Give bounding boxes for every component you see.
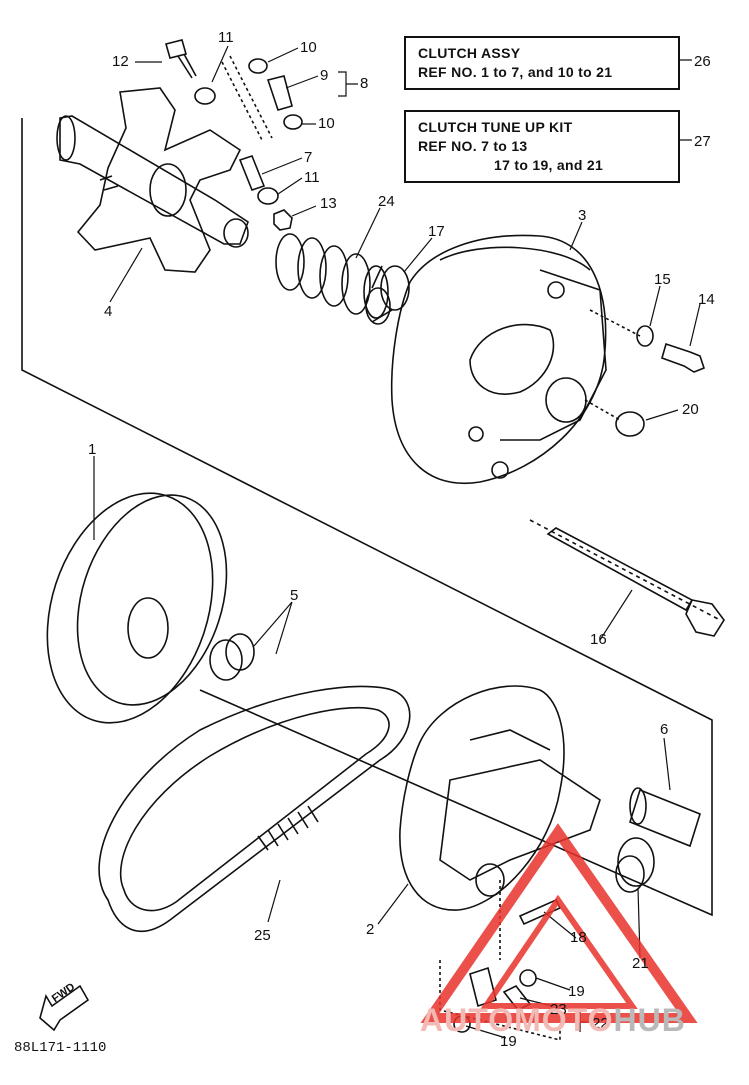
bushings-5 <box>209 633 255 681</box>
washer-15 <box>636 325 654 347</box>
bolt-12 <box>165 39 197 79</box>
callout-17: 17 <box>428 223 445 240</box>
washer-19-top <box>519 969 537 987</box>
callout-11-bottom: 11 <box>304 169 320 186</box>
callout-12: 12 <box>112 53 129 70</box>
tune-up-kit-ref: REF NO. 7 to 13 <box>418 138 528 154</box>
callout-20: 20 <box>682 401 699 418</box>
washer-20 <box>615 411 645 437</box>
spring-24 <box>275 233 389 319</box>
assembly-frame <box>21 118 713 917</box>
tune-up-kit-ref-cont: 17 to 19, and 21 <box>494 157 604 173</box>
callout-10-bottom: 10 <box>318 115 335 132</box>
watermark-text: AUTOMOTOHUB <box>420 1002 686 1039</box>
callout-22: 22 <box>592 1015 609 1032</box>
callout-23: 23 <box>550 1001 567 1018</box>
sheave-1 <box>46 492 228 724</box>
callout-7: 7 <box>304 149 313 166</box>
callout-1: 1 <box>88 441 97 458</box>
callout-16: 16 <box>590 631 607 648</box>
callout-25: 25 <box>254 927 271 944</box>
sheave-2 <box>399 685 601 911</box>
callout-2: 2 <box>366 921 375 938</box>
callout-24: 24 <box>378 193 395 210</box>
watermark-logo-icon <box>420 823 698 1023</box>
cover-3 <box>390 234 607 484</box>
callout-9: 9 <box>320 67 329 84</box>
callout-26: 26 <box>694 53 711 70</box>
sleeve-6 <box>629 787 701 848</box>
callout-27: 27 <box>694 133 711 150</box>
nut-13 <box>273 209 293 231</box>
clutch-assy-title: CLUTCH ASSY <box>418 45 521 61</box>
tune-up-kit-box: CLUTCH TUNE UP KIT REF NO. 7 to 13 17 to… <box>404 110 680 183</box>
bolt-14 <box>661 342 705 373</box>
callout-11-top: 11 <box>218 29 234 46</box>
pin-9 <box>266 75 293 111</box>
leader-lines <box>93 45 701 1039</box>
callout-13: 13 <box>320 195 337 212</box>
pin-7 <box>238 155 266 191</box>
ring-21 <box>615 837 655 893</box>
callout-3: 3 <box>578 207 587 224</box>
callout-8: 8 <box>360 75 369 92</box>
clutch-assy-ref: REF NO. 1 to 7, and 10 to 21 <box>418 64 613 80</box>
callout-5: 5 <box>290 587 299 604</box>
clutch-assy-box: CLUTCH ASSY REF NO. 1 to 7, and 10 to 21 <box>404 36 680 90</box>
callout-19-top: 19 <box>568 983 585 1000</box>
callout-21: 21 <box>632 955 649 972</box>
watermark-part2: HUB <box>613 1002 686 1038</box>
diagram-code: 88L171-1110 <box>14 1040 107 1056</box>
callout-4: 4 <box>104 303 113 320</box>
guide-lines-top <box>221 55 273 141</box>
guide-lines-bottom <box>439 880 561 1042</box>
callout-14: 14 <box>698 291 715 308</box>
belt-25 <box>98 685 411 932</box>
callout-15: 15 <box>654 271 671 288</box>
callout-6: 6 <box>660 721 669 738</box>
callout-18: 18 <box>570 929 587 946</box>
tune-up-kit-title: CLUTCH TUNE UP KIT <box>418 119 573 135</box>
washer-10-top <box>248 58 268 74</box>
washer-10-bottom <box>283 114 303 130</box>
guide-line-16 <box>529 519 721 621</box>
weight-22 <box>469 966 497 1008</box>
guide-lines-cover <box>584 309 641 421</box>
watermark-part1: AUTOMOTO <box>420 1002 614 1038</box>
callout-19-bottom: 19 <box>500 1033 517 1050</box>
spider-part <box>56 87 249 273</box>
fwd-arrow-icon <box>39 984 90 1032</box>
washer-11-top <box>194 87 216 105</box>
bolt-16 <box>546 527 725 637</box>
callout-10-top: 10 <box>300 39 317 56</box>
washer-11-bottom <box>257 187 279 205</box>
bushing-17 <box>365 265 410 325</box>
